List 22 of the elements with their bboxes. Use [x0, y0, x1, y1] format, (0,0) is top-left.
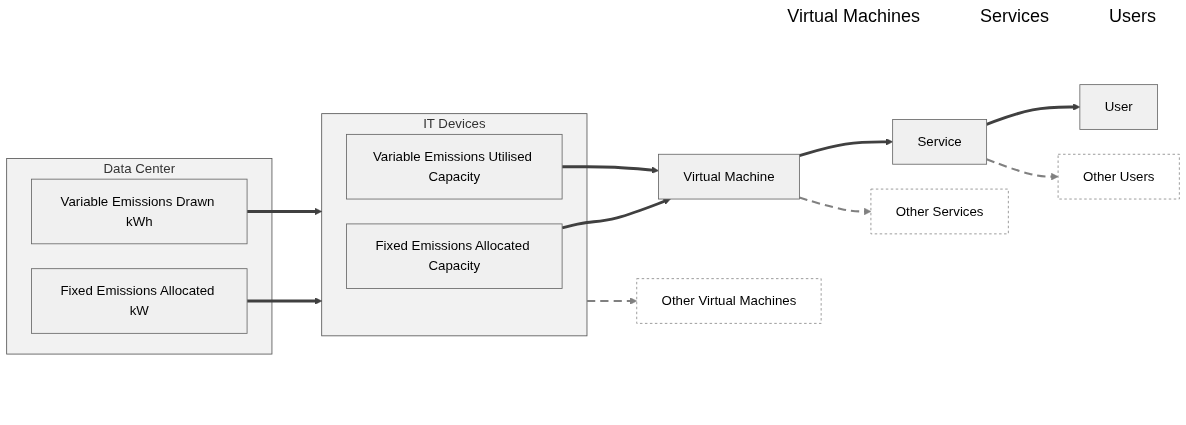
node-box: User — [1079, 84, 1158, 130]
arrow — [247, 207, 322, 216]
arrow — [799, 138, 893, 158]
column-heading: Services — [979, 6, 1049, 27]
column-heading: Virtual Machines — [787, 6, 920, 27]
node-box: Other Users — [1057, 154, 1180, 200]
node-box: Service — [892, 119, 988, 165]
node-box: Other Virtual Machines — [636, 278, 822, 324]
arrow — [562, 165, 659, 174]
node-box: Other Services — [870, 188, 1009, 235]
node-box: Virtual Machine — [658, 154, 800, 200]
node-box: Fixed Emissions Allocated Capacity — [346, 223, 563, 290]
node-box: Variable Emissions Utilised Capacity — [346, 134, 563, 200]
column-heading: Users — [1109, 6, 1156, 27]
arrow — [986, 158, 1059, 181]
node-box: Fixed Emissions Allocated kW — [31, 268, 248, 334]
arrow — [561, 198, 671, 230]
arrow — [799, 196, 872, 216]
node-box: Variable Emissions Drawn kWh — [31, 178, 248, 245]
arrow — [247, 297, 322, 305]
arrow — [587, 297, 638, 305]
arrow — [986, 103, 1081, 126]
